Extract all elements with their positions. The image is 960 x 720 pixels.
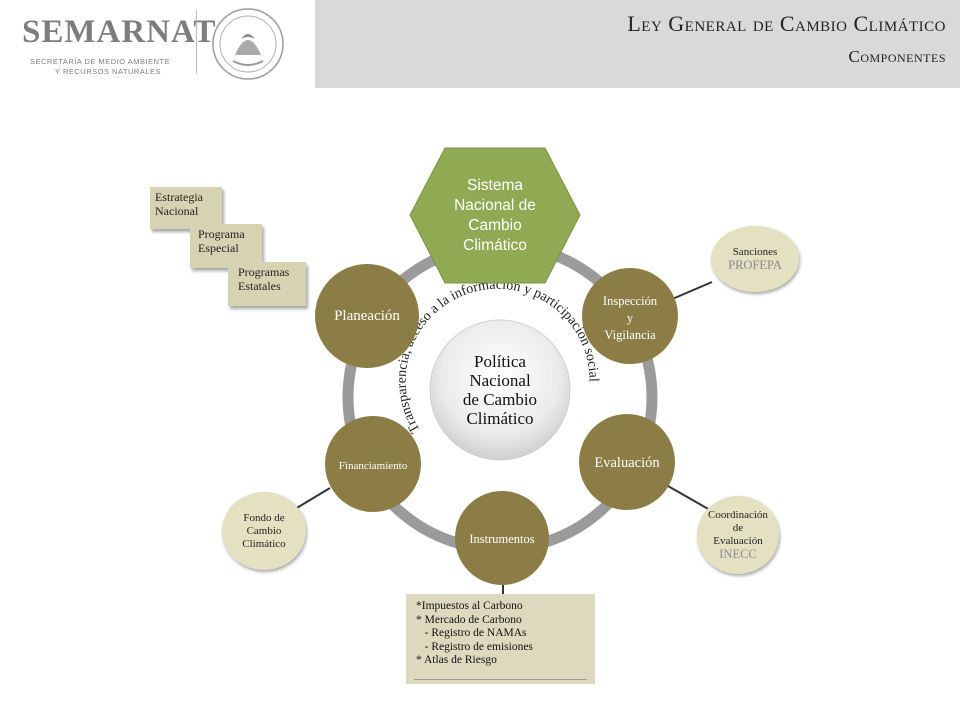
instrumentos-item-4: - Registro de emisiones [416,640,533,653]
coordinacion-circle[interactable]: Coordinación de Evaluación INECC [697,496,779,574]
note-programa-line-1: Programa [198,227,245,241]
sistema-label: Sistema Nacional de Cambio Climático [430,170,560,262]
center-line-4: Climático [466,409,534,428]
center-label: Política Nacional de Cambio Climático [440,342,560,438]
fondo-line-1: Fondo de [243,511,285,524]
fondo-circle[interactable]: Fondo de Cambio Climático [222,492,306,570]
node-financiamiento[interactable] [325,416,421,512]
inspeccion-line-2: y [626,310,634,325]
instrumentos-box: *Impuestos al Carbono * Mercado de Carbo… [406,594,595,684]
center-line-2: Nacional [469,371,531,390]
coordinacion-line-1: Coordinación [708,509,768,521]
inspeccion-label: Inspección y Vigilancia [582,290,678,346]
sistema-hexagon[interactable] [409,147,581,284]
national-seal-icon [212,8,284,80]
node-inspeccion[interactable] [582,268,678,364]
logo-wordmark: SEMARNAT [22,14,217,50]
sanciones-circle[interactable]: Sanciones PROFEPA [711,226,799,292]
logo-subtitle-1: SECRETARÍA DE MEDIO AMBIENTE [30,57,171,66]
center-line-3: de Cambio [462,390,538,409]
note-estrategia-line-2: Nacional [155,204,199,218]
instrumentos-item-3: - Registro de NAMAs [416,627,527,639]
planeacion-label: Planeación [334,307,400,324]
sistema-line-4: Climático [463,237,527,254]
fondo-line-3: Climático [242,537,286,550]
sanciones-org: PROFEPA [728,258,782,272]
header-band: Ley General de Cambio Climático Componen… [315,0,960,88]
note-programas-line-2: Estatales [238,279,281,293]
center-line-1: Política [474,352,526,371]
logo-divider [196,10,197,74]
note-programa-especial[interactable]: Programa Especial [190,224,262,268]
coordinacion-line-2: de [732,522,744,534]
connector-evaluacion-coordinacion [667,485,711,511]
evaluacion-label: Evaluación [594,454,660,471]
semarnat-logo: SEMARNAT SECRETARÍA DE MEDIO AMBIENTE Y … [0,0,315,88]
note-programas-line-1: Programas [238,265,290,279]
node-evaluacion[interactable] [579,414,675,510]
note-estrategia[interactable]: Estrategia Nacional [150,187,222,229]
instrumentos-label: Instrumentos [469,531,535,546]
instrumentos-item-1: *Impuestos al Carbono [416,600,523,612]
inspeccion-line-1: Inspección [602,293,658,308]
instrumentos-item-5: * Atlas de Riesgo [416,654,497,666]
coordinacion-line-3: Evaluación [713,535,763,547]
center-circle [429,319,571,461]
financiamiento-label: Financiamiento [338,460,408,472]
sistema-line-2: Nacional de [454,197,536,214]
page-subtitle: Componentes [848,47,946,66]
connector-inspeccion-sanciones [669,281,713,301]
inspeccion-line-3: Vigilancia [604,327,656,342]
node-instrumentos[interactable] [455,491,549,585]
fondo-line-2: Cambio [246,524,282,537]
sistema-line-3: Cambio [468,217,522,234]
sistema-line-1: Sistema [467,177,523,194]
logo-subtitle-2: Y RECURSOS NATURALES [55,67,161,76]
note-estrategia-line-1: Estrategia [155,190,203,204]
page-title: Ley General de Cambio Climático [627,11,946,36]
coordinacion-org: INECC [719,547,757,561]
note-programas-estatales[interactable]: Programas Estatales [228,262,306,306]
sanciones-label: Sanciones [732,246,778,258]
instrumentos-item-2: * Mercado de Carbono [416,613,522,626]
note-programa-line-2: Especial [198,241,239,255]
node-planeacion[interactable] [315,264,419,368]
instrumentos-underline [414,679,587,680]
